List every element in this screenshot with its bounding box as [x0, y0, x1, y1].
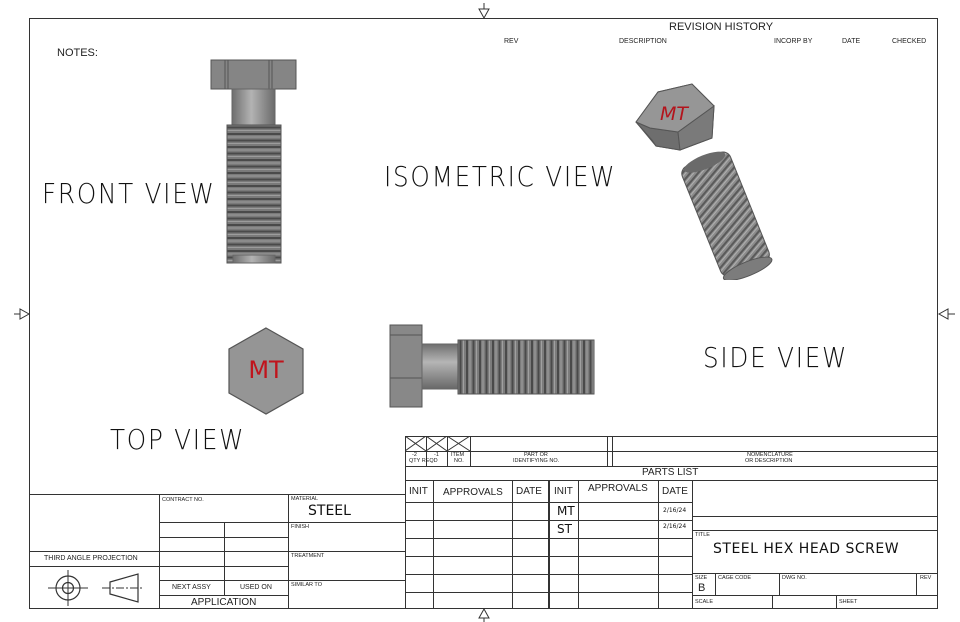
parts-list-top-border — [405, 436, 938, 437]
top-view-label: TOP VIEW — [110, 423, 246, 456]
approvals-col-line — [692, 480, 693, 609]
left-block-line — [288, 580, 405, 581]
material-label: MATERIAL — [291, 496, 319, 502]
top-center-mark-icon — [478, 3, 490, 20]
approvals-col-line — [548, 480, 550, 609]
identifying-no-label: IDENTIFYING NO. — [513, 458, 560, 464]
contract-no-label: CONTRACT NO. — [162, 497, 204, 503]
similar-to-label: SIMILAR TO — [291, 582, 322, 588]
left-approvals-header: APPROVALS — [443, 487, 503, 498]
sheet-label: SHEET — [839, 599, 858, 605]
incorp-by-column-header: INCORP BY — [774, 38, 813, 45]
drawing-sheet-border — [29, 18, 938, 609]
parts-list-col — [612, 436, 613, 466]
right-approvals-header: APPROVALS — [588, 483, 648, 494]
right-init-header: INIT — [554, 486, 573, 497]
parts-list-divider — [405, 451, 938, 452]
qty-col-minus-2: -2 — [412, 452, 417, 458]
parts-list-col — [607, 436, 608, 466]
cage-code-label: CAGE CODE — [718, 575, 752, 581]
title-block-col — [836, 595, 837, 609]
parts-list-col — [470, 436, 471, 466]
side-view-label: SIDE VIEW — [703, 341, 849, 374]
left-block-top — [29, 494, 405, 495]
parts-list-crossed-boxes — [405, 436, 471, 452]
front-view-screw-drawing — [210, 59, 297, 264]
part-or-label: PART OR — [524, 452, 548, 458]
left-block-line — [159, 595, 288, 596]
item-label: ITEM — [451, 452, 465, 458]
left-init-header: INIT — [409, 486, 428, 497]
isometric-marking-text: MT — [660, 103, 689, 125]
side-view-screw-drawing — [389, 324, 595, 408]
right-center-mark-icon — [937, 308, 955, 320]
title-block-col — [715, 573, 716, 595]
treatment-label: TREATMENT — [291, 553, 325, 559]
approvals-col-line — [433, 480, 434, 609]
title-block-line — [692, 595, 938, 596]
top-view-marking-text: MT — [248, 356, 284, 384]
dwg-no-label: DWG NO. — [782, 575, 807, 581]
size-value: B — [698, 582, 706, 594]
rev-column-header: REV — [504, 38, 519, 45]
qty-reqd-label: QTY REQD — [409, 458, 438, 464]
title-block-line — [692, 530, 938, 531]
used-on-label: USED ON — [240, 584, 272, 591]
right-date-header: DATE — [662, 486, 688, 497]
approvals-col-line — [512, 480, 513, 609]
or-description-label: OR DESCRIPTION — [745, 458, 793, 464]
third-angle-projection-symbol-icon — [48, 570, 144, 606]
title-block-col — [916, 573, 917, 595]
third-angle-projection-label: THIRD ANGLE PROJECTION — [44, 555, 138, 562]
left-block-line — [29, 566, 288, 567]
title-block-col — [779, 573, 780, 595]
description-column-header: DESCRIPTION — [619, 38, 667, 45]
left-block-line — [288, 522, 405, 523]
left-block-line — [159, 522, 288, 523]
left-block-line — [288, 551, 405, 552]
left-block-col — [224, 522, 225, 595]
parts-list-divider — [405, 480, 938, 481]
parts-list-divider — [405, 466, 938, 467]
left-block-line — [159, 580, 288, 581]
approvals-col-line — [578, 480, 579, 609]
approvals-col-line — [658, 480, 659, 609]
revision-history-title: REVISION HISTORY — [669, 21, 774, 33]
front-view-label: FRONT VIEW — [42, 177, 216, 210]
top-view-hex-drawing: MT — [228, 327, 304, 415]
application-label: APPLICATION — [191, 597, 257, 608]
left-date-header: DATE — [516, 486, 542, 497]
isometric-view-screw-drawing: MT — [635, 83, 773, 280]
bottom-center-mark-icon — [478, 608, 490, 622]
notes-label: NOTES: — [57, 47, 98, 59]
left-center-mark-icon — [14, 308, 31, 320]
approval-init-st: ST — [557, 522, 572, 536]
left-block-line — [159, 537, 288, 538]
title-block-line — [692, 516, 938, 517]
material-value: STEEL — [308, 503, 351, 519]
isometric-view-label: ISOMETRIC VIEW — [384, 160, 617, 193]
finish-label: FINISH — [291, 524, 310, 530]
scale-label: SCALE — [695, 599, 714, 605]
title-label: TITLE — [695, 532, 710, 538]
size-label: SIZE — [695, 575, 708, 581]
item-no-label: NO. — [454, 458, 464, 464]
checked-column-header: CHECKED — [892, 38, 927, 45]
nomenclature-label: NOMENCLATURE — [747, 452, 793, 458]
next-assy-label: NEXT ASSY — [172, 584, 211, 591]
title-block-col — [772, 595, 773, 609]
drawing-title: STEEL HEX HEAD SCREW — [713, 541, 900, 557]
parts-list-title: PARTS LIST — [642, 467, 699, 478]
title-block-line — [692, 573, 938, 574]
block-divider — [405, 436, 406, 609]
left-block-line — [29, 551, 288, 552]
approval-init-mt: MT — [557, 504, 575, 518]
date-column-header: DATE — [842, 38, 861, 45]
qty-col-minus-1: -1 — [434, 452, 439, 458]
approval-date-st: 2/16/24 — [663, 523, 687, 530]
rev-label: REV — [920, 575, 932, 581]
approval-date-mt: 2/16/24 — [663, 507, 687, 514]
